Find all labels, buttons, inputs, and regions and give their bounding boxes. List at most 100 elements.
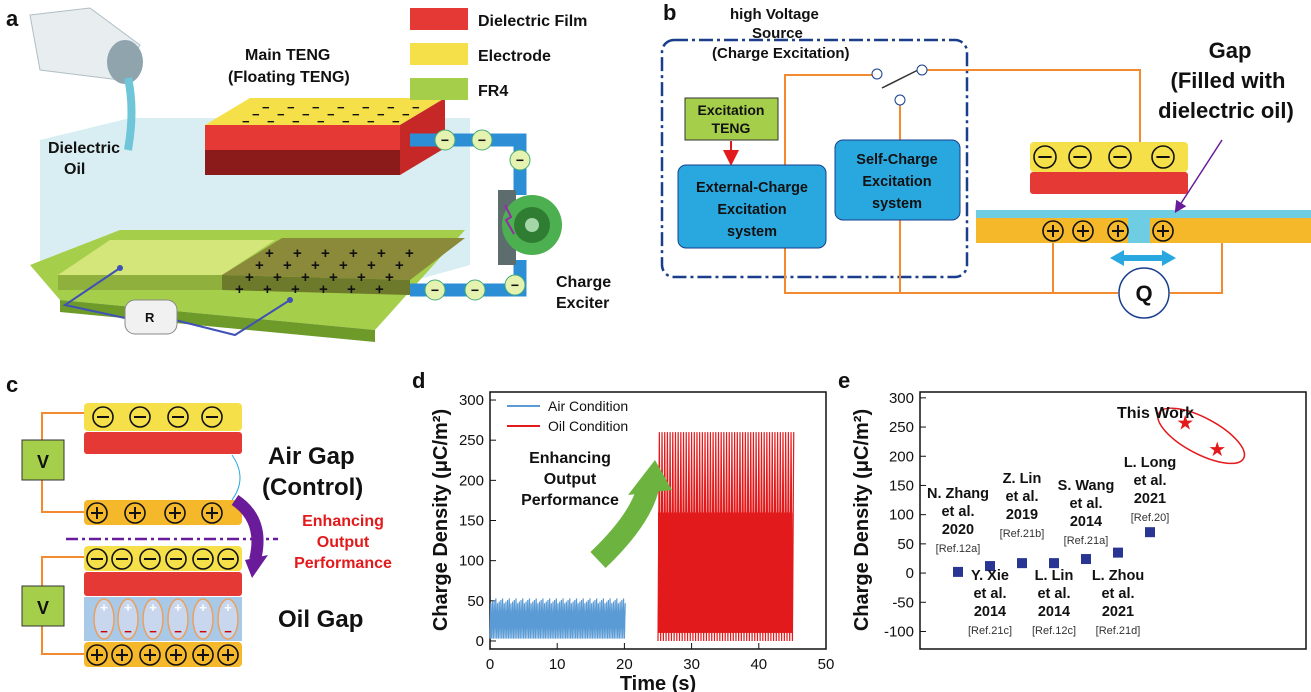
plus-charge: + xyxy=(367,257,376,274)
svg-text:+: + xyxy=(124,600,132,615)
chart-d-series xyxy=(489,432,795,641)
ref-point-citation: [Ref.21a] xyxy=(1064,535,1109,547)
top-dielectric-film xyxy=(205,125,400,150)
external-charge-box xyxy=(677,164,827,249)
d-y-tick-label: 300 xyxy=(459,392,484,409)
plus-charge: + xyxy=(375,281,384,298)
negative-charge-icon xyxy=(129,406,151,428)
svg-text:−: − xyxy=(199,624,207,639)
resistor-label: R xyxy=(145,310,155,325)
plus-charge: + xyxy=(347,281,356,298)
ref-point-label: L. Long xyxy=(1124,455,1176,471)
minus-charge: − xyxy=(242,114,250,129)
negative-charge-icon xyxy=(192,548,214,570)
ref-point xyxy=(953,566,963,577)
svg-text:−: − xyxy=(471,282,479,298)
panel-label-a: a xyxy=(6,6,19,31)
air-dielectric xyxy=(84,432,242,454)
ref-point xyxy=(1145,527,1155,538)
legend-oil-label: Oil Condition xyxy=(548,418,628,434)
exciter-label-2: Exciter xyxy=(556,295,609,312)
top-negative-charges xyxy=(1033,145,1175,169)
svg-text:−: − xyxy=(224,624,232,639)
negative-charge-icon xyxy=(111,548,133,570)
e-y-tick-label: 0 xyxy=(906,565,914,582)
svg-text:+: + xyxy=(174,600,182,615)
positive-charge-icon xyxy=(164,502,186,524)
dipole-icon xyxy=(117,598,139,640)
ref-point xyxy=(1017,558,1027,569)
plus-charge: + xyxy=(235,281,244,298)
dipole-icon xyxy=(142,598,164,640)
e-y-tick-label: 50 xyxy=(897,536,914,553)
air-gap-subtitle: (Control) xyxy=(262,474,363,501)
positive-charge-icon xyxy=(1042,220,1064,242)
air-gap-brace xyxy=(231,454,241,501)
ref-point-label: et al. xyxy=(1101,586,1134,602)
negative-charge-icon xyxy=(1068,145,1092,169)
ref-point-label: et al. xyxy=(941,504,974,520)
gap-label-1: Gap xyxy=(1209,38,1252,63)
e-y-tick-label: 200 xyxy=(889,448,914,465)
enhance-label-2: Output xyxy=(317,534,370,551)
air-circuit-wires xyxy=(41,412,85,655)
bottom-left-pad xyxy=(58,240,275,275)
d-annotation-2: Output xyxy=(544,471,597,488)
circuit-wires xyxy=(784,69,1223,294)
plus-charge: + xyxy=(339,257,348,274)
air-gap-title: Air Gap xyxy=(268,443,355,470)
d-annotation-3: Performance xyxy=(521,492,619,509)
oil-top-electrode xyxy=(84,546,242,571)
minus-charge: − xyxy=(412,100,420,115)
minus-charge: − xyxy=(267,114,275,129)
minus-charge: − xyxy=(277,107,285,122)
d-y-tick-label: 150 xyxy=(459,513,484,530)
svg-text:+: + xyxy=(100,600,108,615)
switch-arm xyxy=(881,69,919,89)
svg-text:−: − xyxy=(516,152,524,168)
air-gap-charges xyxy=(86,406,223,524)
panel-label-c: c xyxy=(6,372,18,397)
positive-charge-icon xyxy=(217,644,239,666)
plus-charge: + xyxy=(291,281,300,298)
negative-charge-icon xyxy=(167,406,189,428)
charge-exciter-pump-icon xyxy=(498,190,562,265)
ref-point-citation: [Ref.20] xyxy=(1131,512,1170,524)
positive-charge-icon xyxy=(165,644,187,666)
self-label-1: Self-Charge xyxy=(856,152,937,168)
minus-charge: − xyxy=(337,100,345,115)
dipole-icon xyxy=(192,598,214,640)
minus-charge: − xyxy=(302,107,310,122)
d-x-tick-label: 50 xyxy=(818,656,835,673)
negative-charge-icon xyxy=(1108,145,1132,169)
plus-charge: + xyxy=(255,257,264,274)
positive-charge-icon xyxy=(124,502,146,524)
ref-point-label: et al. xyxy=(1133,473,1166,489)
oil-gap-title: Oil Gap xyxy=(278,606,363,633)
panel-b: b high Voltage Source (Charge Excitation… xyxy=(660,0,1311,319)
e-y-tick-label: 100 xyxy=(889,507,914,524)
negative-charge-icon xyxy=(201,406,223,428)
enhance-label-3: Performance xyxy=(294,555,392,572)
bottom-right-electrode xyxy=(222,238,465,280)
ref-point-citation: [Ref.21d] xyxy=(1096,625,1141,637)
plus-charge: + xyxy=(273,269,282,286)
ref-point-label: et al. xyxy=(973,586,1006,602)
ref-point-label: et al. xyxy=(1069,496,1102,512)
plus-charge: + xyxy=(283,257,292,274)
minus-charge: − xyxy=(262,100,270,115)
bottom-left-pad-edge xyxy=(58,275,222,290)
minus-charge: − xyxy=(362,100,370,115)
air-top-electrode xyxy=(84,403,242,431)
main-teng-label-1: Main TENG xyxy=(245,47,330,64)
svg-text:−: − xyxy=(124,624,132,639)
wire-left xyxy=(62,267,126,319)
positive-charge-icon xyxy=(86,644,108,666)
ref-point-citation: [Ref.12a] xyxy=(936,543,981,555)
oil-label-2: Oil xyxy=(64,161,85,178)
self-label-3: system xyxy=(872,196,922,212)
excitation-teng-label-1: Excitation xyxy=(698,102,765,118)
tube-charge-beads: − − − − − − xyxy=(424,129,531,301)
